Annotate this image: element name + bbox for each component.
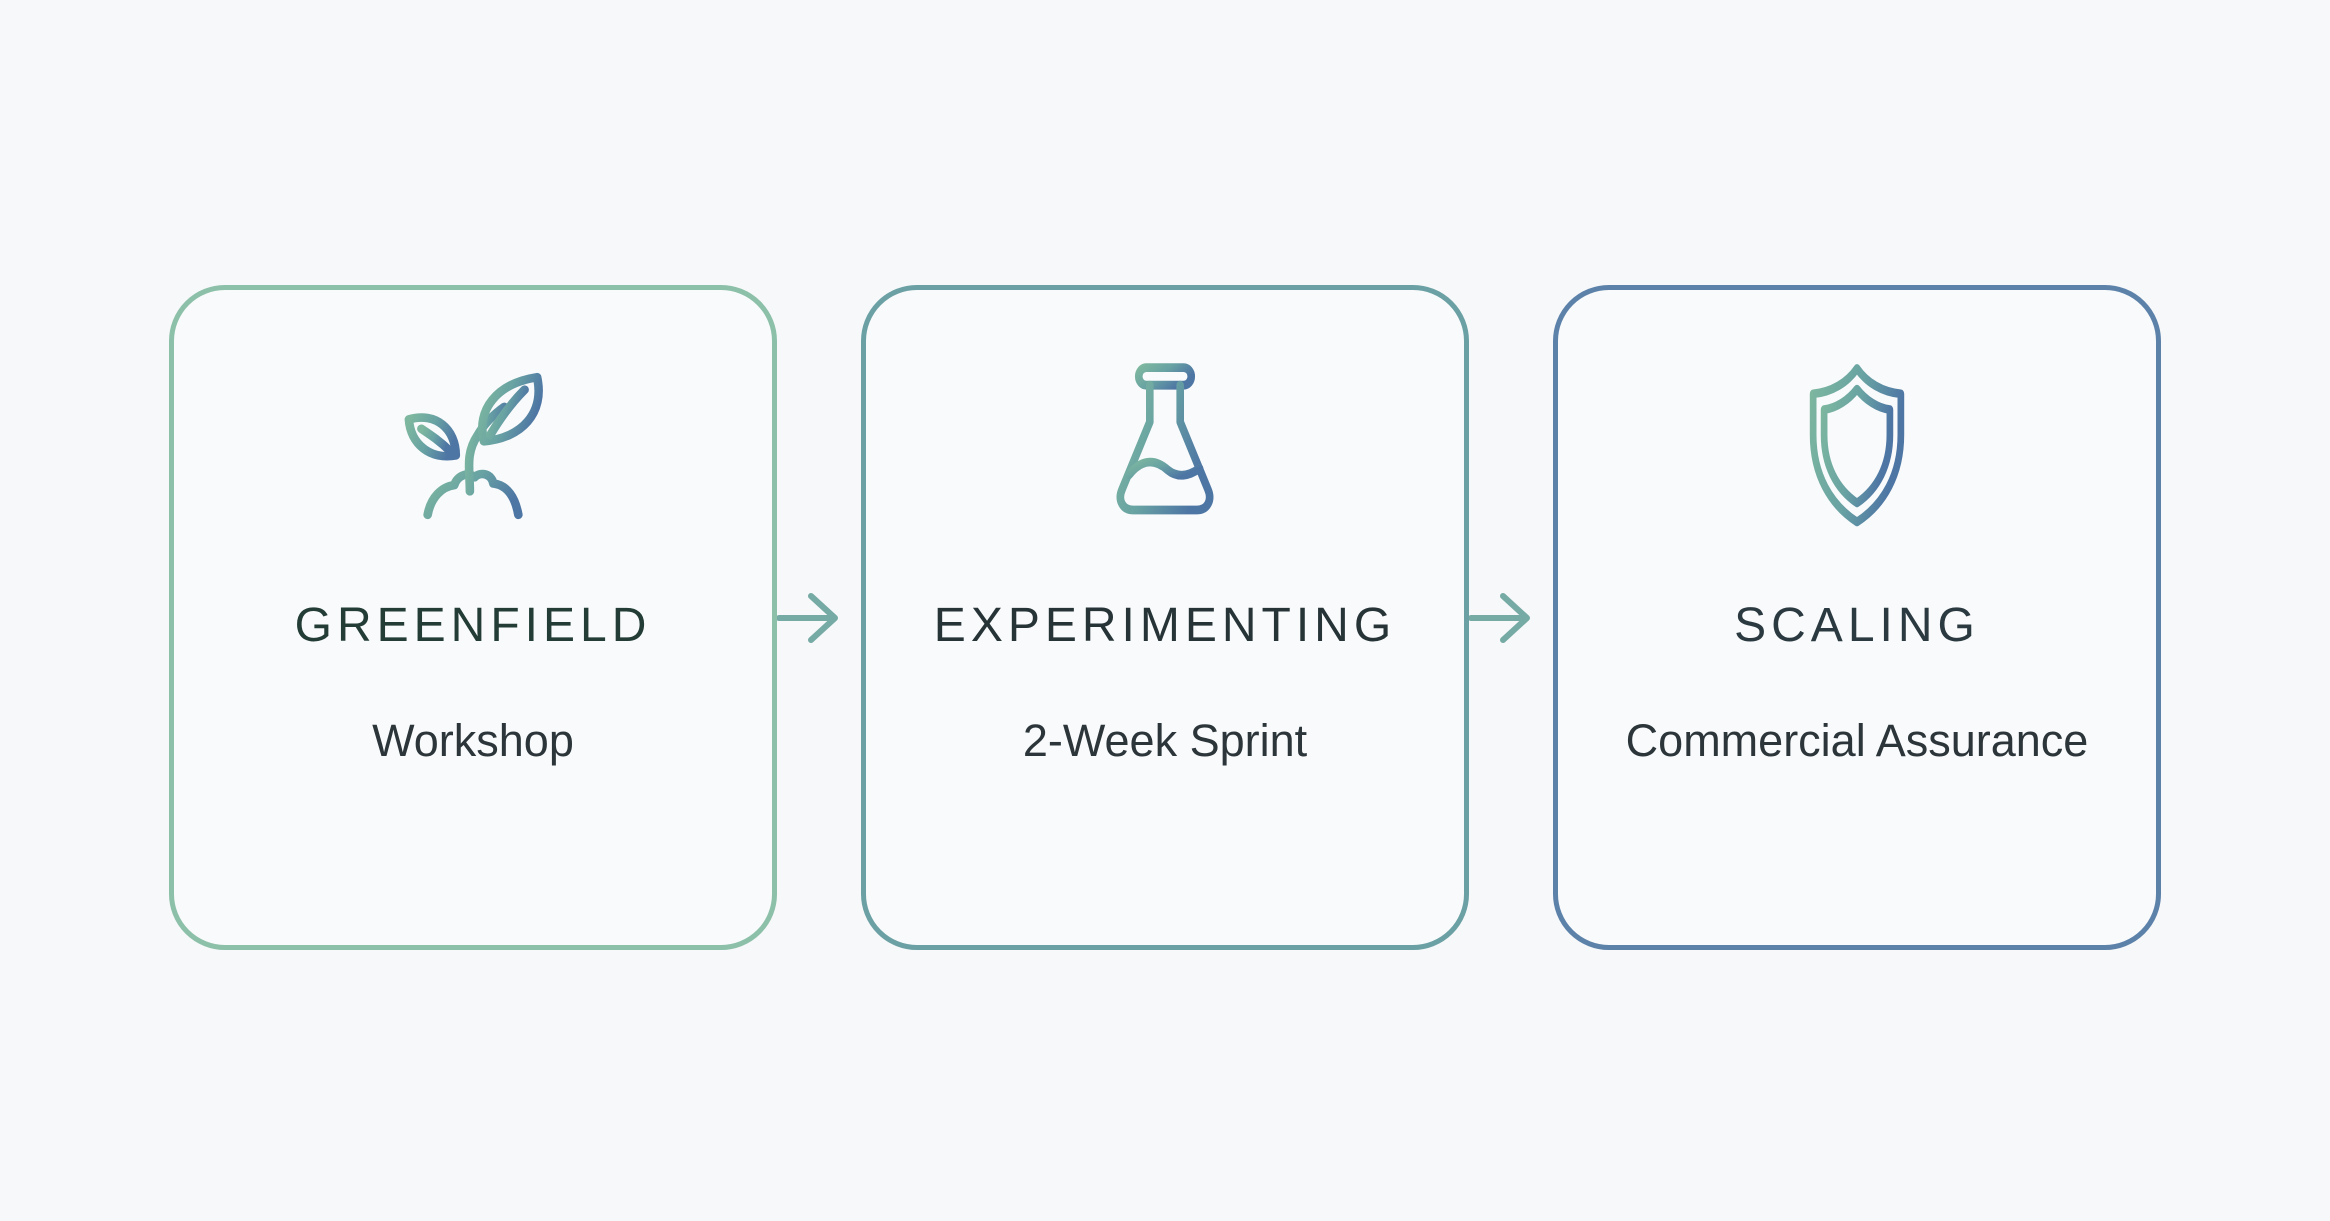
stage-subtitle: Workshop: [372, 715, 574, 766]
flow-connector: [1469, 285, 1553, 950]
stage-subtitle: 2-Week Sprint: [1022, 715, 1308, 766]
stage-card-experimenting: EXPERIMENTING 2-Week Sprint: [861, 285, 1469, 950]
sprout-icon: [387, 358, 559, 534]
arrow-right-icon: [777, 592, 838, 643]
stage-card-greenfield: GREENFIELD Workshop: [169, 285, 777, 950]
flow-connector: [777, 285, 861, 950]
shield-icon: [1790, 358, 1924, 534]
stage-title: EXPERIMENTING: [933, 599, 1397, 652]
arrow-right-icon: [1469, 592, 1530, 643]
stage-subtitle: Commercial Assurance: [1625, 715, 2089, 766]
stage-title: SCALING: [1734, 599, 1980, 652]
flask-icon: [1089, 358, 1241, 534]
stage-card-scaling: SCALING Commercial Assurance: [1553, 285, 2161, 950]
stage-title: GREENFIELD: [294, 599, 652, 652]
process-flow-diagram: GREENFIELD Workshop: [169, 285, 2161, 950]
